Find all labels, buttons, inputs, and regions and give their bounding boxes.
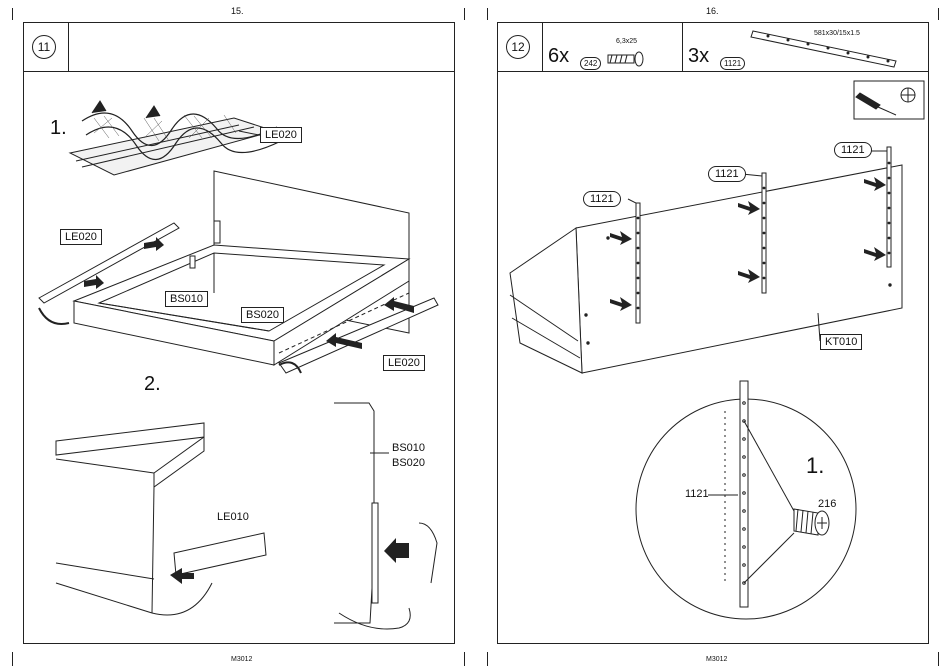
page-number: 15.	[231, 6, 244, 16]
detail-rail-label: 1121	[685, 488, 709, 500]
screw-detail-icon	[794, 509, 829, 535]
detail-step-number: 1.	[806, 453, 824, 479]
detail-screw-label: 216	[818, 498, 836, 510]
le020-label-left: LE020	[60, 229, 102, 245]
substep-2-number: 2.	[144, 373, 161, 396]
rail-label-mid: 1121	[708, 166, 746, 182]
left-instruction-panel: 11	[23, 22, 455, 644]
bed-assembly-illustration	[24, 23, 456, 645]
le010-label: LE010	[217, 511, 249, 523]
panel-label: KT010	[820, 334, 862, 350]
crop-mark	[938, 652, 939, 666]
footer-code: M3012	[706, 656, 727, 663]
bs010-label: BS010	[165, 291, 208, 307]
le020-label-top: LE020	[260, 127, 302, 143]
rail-label-left: 1121	[583, 191, 621, 207]
crop-mark	[464, 8, 465, 20]
crop-mark	[487, 652, 488, 666]
rail-label-right: 1121	[834, 142, 872, 158]
right-instruction-panel: 12 6x 242 6,3x25 3x 1121 581x30/15x1.5	[497, 22, 929, 644]
screw-icon	[608, 52, 643, 66]
footer-code: M3012	[231, 656, 252, 663]
crop-mark	[464, 652, 465, 666]
page-number: 16.	[706, 6, 719, 16]
le020-label-right: LE020	[383, 355, 425, 371]
bs020-side-label: BS020	[392, 457, 425, 469]
wall-rail-illustration	[498, 23, 930, 645]
crop-mark	[487, 8, 488, 20]
crop-mark	[12, 8, 13, 20]
bs020-label: BS020	[241, 307, 284, 323]
crop-mark	[12, 652, 13, 666]
crop-mark	[938, 8, 939, 20]
phillips-cross-icon	[901, 88, 915, 102]
substep-1-number: 1.	[50, 117, 67, 140]
bs010-side-label: BS010	[392, 442, 425, 454]
metal-rail-icon	[751, 31, 896, 67]
